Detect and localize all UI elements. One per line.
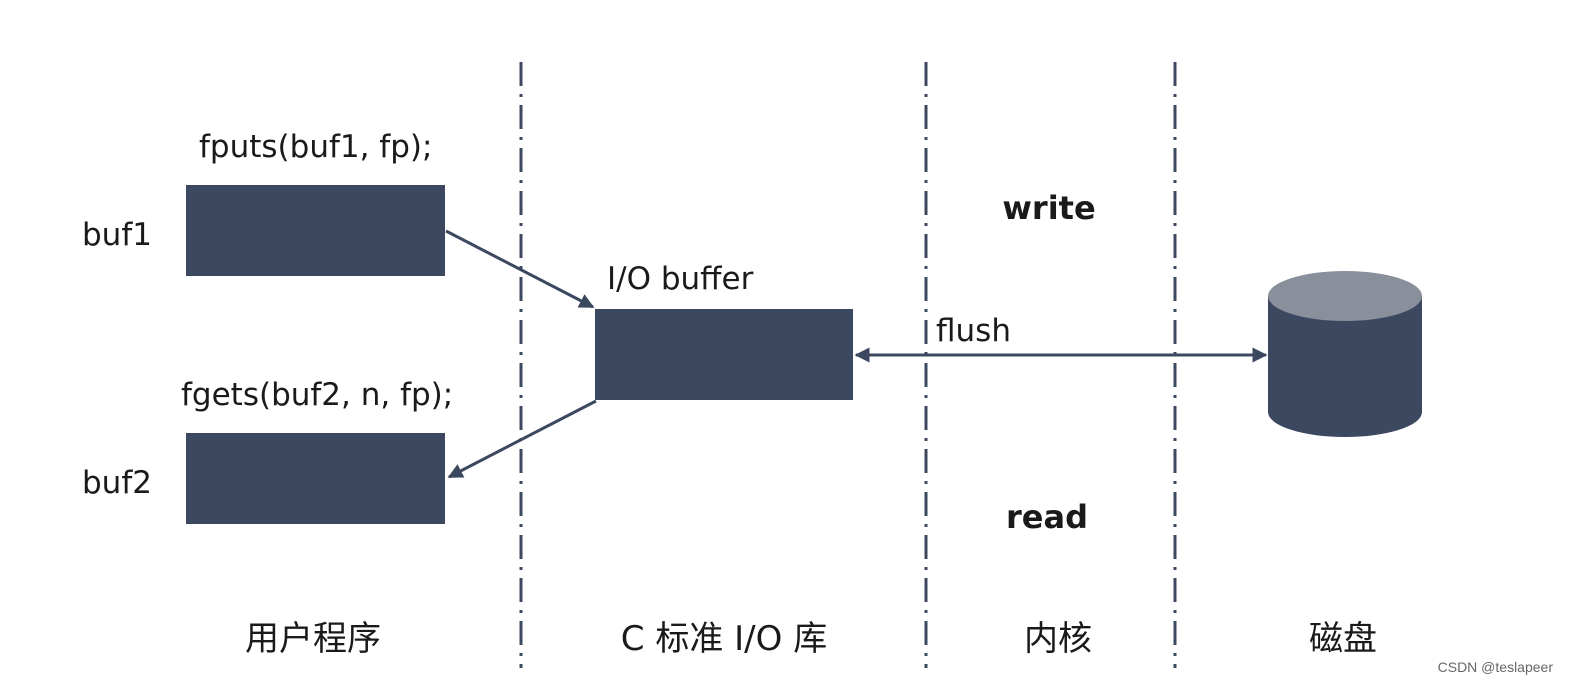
arrow-io-buffer-to-buf2 bbox=[447, 399, 597, 479]
write-label: write bbox=[1002, 189, 1095, 227]
disk-top bbox=[1268, 271, 1422, 321]
io-buffer-label: I/O buffer bbox=[607, 261, 754, 297]
buf2-label: buf2 bbox=[82, 465, 152, 501]
buf2-box bbox=[186, 433, 445, 524]
flush-label: flush bbox=[936, 313, 1011, 349]
buf1-label: buf1 bbox=[82, 217, 152, 253]
disk-icon bbox=[1268, 271, 1422, 437]
section-label-user-program: 用户程序 bbox=[245, 619, 381, 659]
section-label-kernel: 内核 bbox=[1024, 619, 1092, 659]
watermark-label: CSDN @teslapeer bbox=[1438, 659, 1554, 675]
fgets-call-label: fgets(buf2, n, fp); bbox=[181, 377, 453, 413]
io-buffer-box bbox=[595, 309, 853, 400]
buf1-box bbox=[186, 185, 445, 276]
arrow-buf1-to-io-buffer bbox=[445, 229, 595, 309]
arrows bbox=[445, 229, 1268, 479]
section-label-disk: 磁盘 bbox=[1309, 619, 1377, 659]
disk-body bbox=[1268, 296, 1422, 437]
section-dividers bbox=[519, 62, 1177, 668]
section-label-c-stdio-library: C 标准 I/O 库 bbox=[621, 619, 827, 659]
fputs-call-label: fputs(buf1, fp); bbox=[199, 129, 432, 165]
read-label: read bbox=[1006, 498, 1088, 536]
